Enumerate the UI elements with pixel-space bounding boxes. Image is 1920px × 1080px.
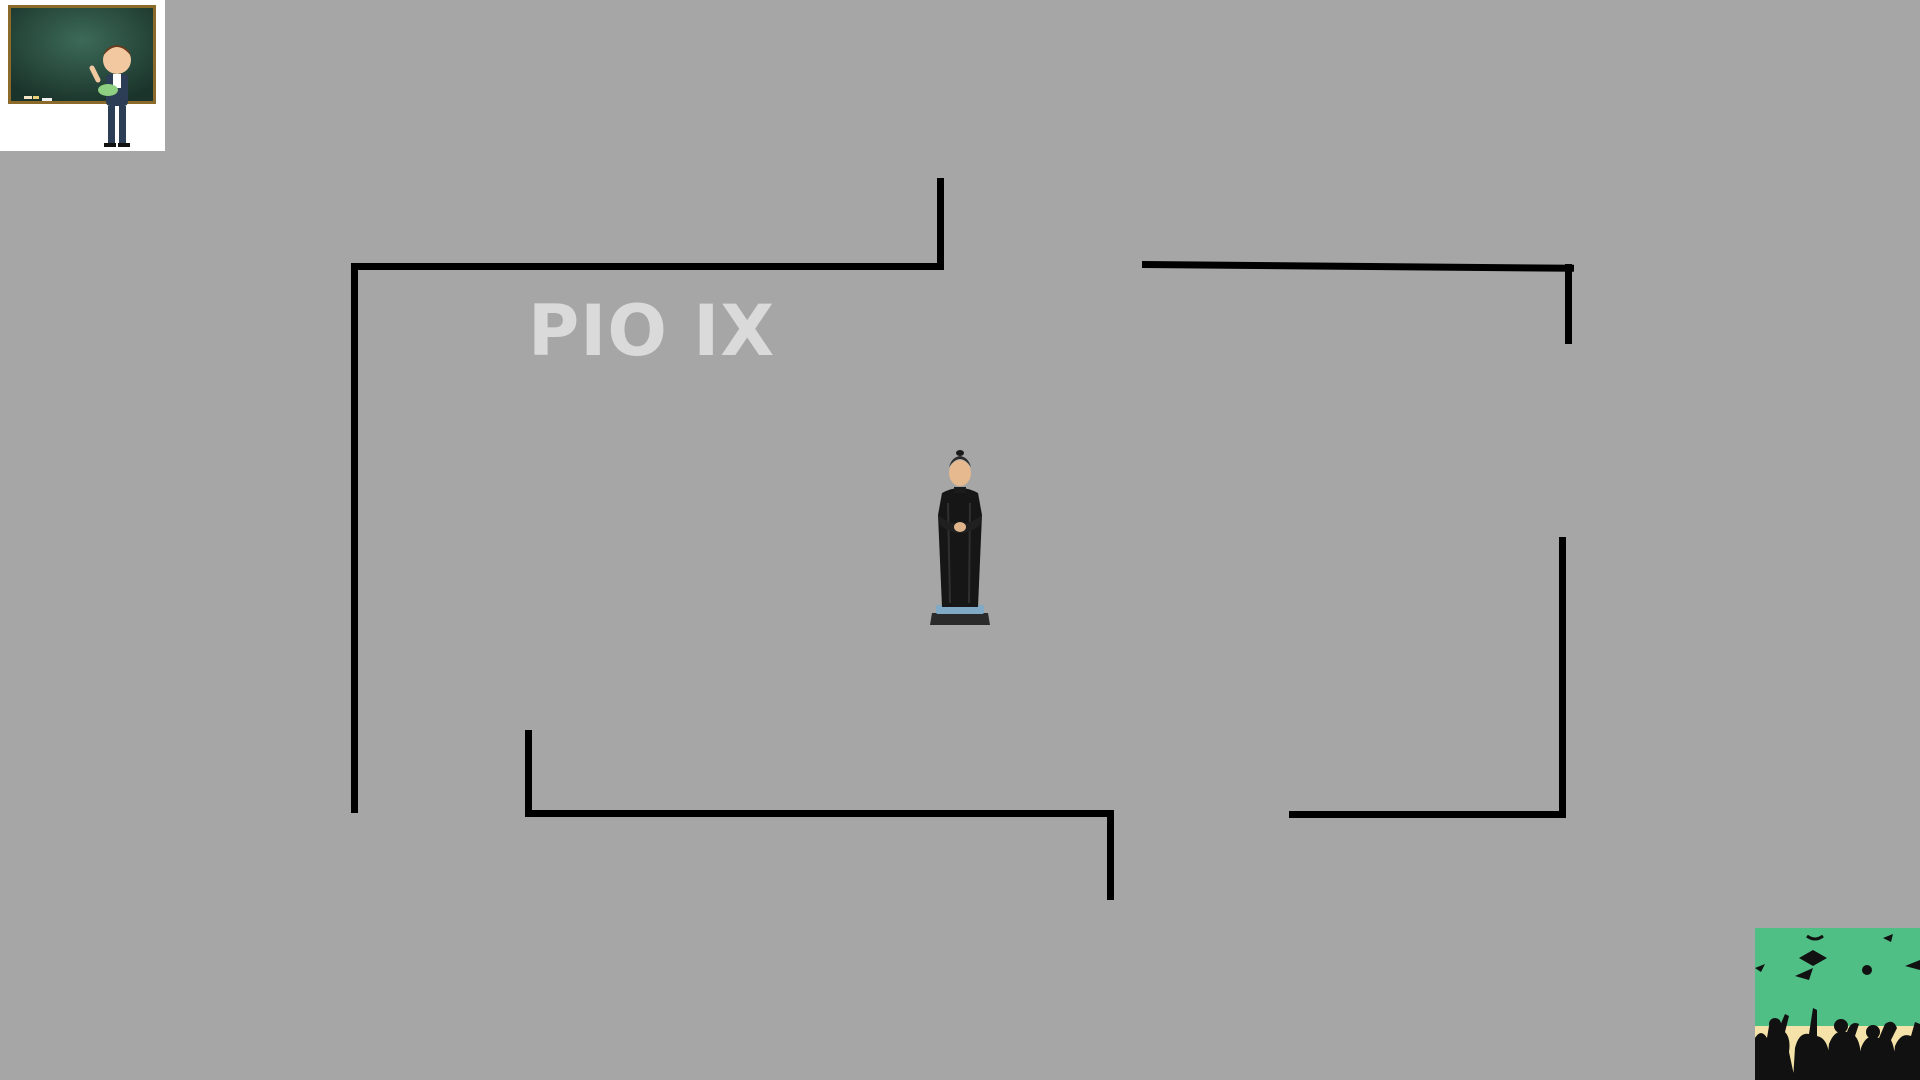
maze-wall [937, 178, 944, 270]
graduation-celebration-icon[interactable] [1755, 928, 1920, 1080]
maze-wall [525, 810, 1114, 817]
teacher-chalkboard-icon[interactable] [0, 0, 165, 151]
level-title: PIO IX [528, 290, 776, 372]
maze-wall [525, 730, 532, 817]
maze-wall [1559, 537, 1566, 818]
priest-statue-player-icon[interactable] [926, 443, 994, 628]
maze-wall [1565, 264, 1572, 344]
maze-wall [352, 263, 944, 270]
maze-wall [351, 263, 358, 813]
maze-wall [1141, 261, 1575, 272]
maze-wall [1289, 811, 1566, 818]
maze-wall [1107, 810, 1114, 900]
